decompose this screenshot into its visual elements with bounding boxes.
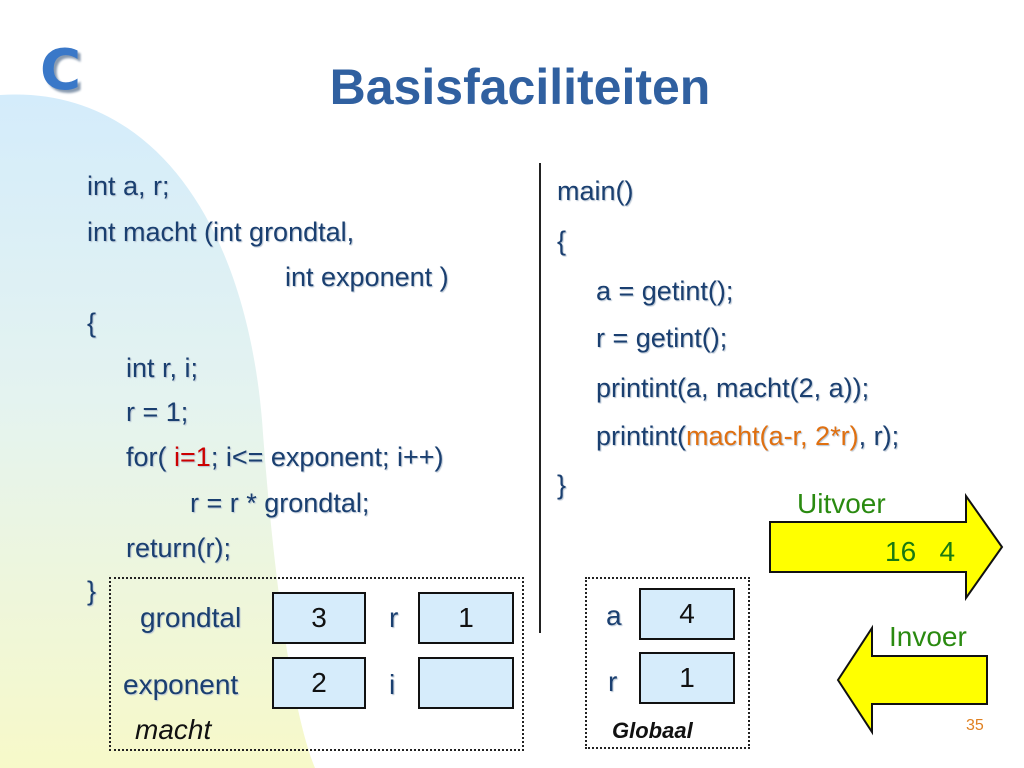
code-line: int a, r; [87,171,170,201]
output-label: Uitvoer [797,488,886,519]
global-r-value-cell: 1 [639,652,735,704]
output-arrow-right-icon [769,492,1004,602]
code-line: int exponent ) [285,262,449,292]
page-number: 35 [966,717,984,734]
macht-caption: macht [135,714,212,745]
macht-frame [109,577,524,751]
grondtal-value-cell: 3 [272,592,366,644]
code-highlight-red: i=1 [174,442,211,472]
code-line: printint(macht(a-r, 2*r), r); [596,423,899,450]
global-a-label: a [606,600,622,631]
exponent-label: exponent [123,669,239,700]
code-line: { [557,226,567,256]
global-frame [585,577,750,749]
global-caption: Globaal [612,718,693,743]
global-a-value-cell: 4 [639,588,735,640]
grondtal-label: grondtal [140,602,242,633]
code-line: printint(a, macht(2, a)); [596,373,870,403]
code-line: for( i=1; i<= exponent; i++) [126,444,443,471]
global-r-label: r [608,666,618,697]
code-highlight-orange: macht(a-r, 2*r) [686,421,859,451]
code-segment: , r); [858,421,900,451]
c-logo: C [40,38,82,103]
code-line: r = getint(); [596,323,728,353]
code-line: } [87,576,97,606]
input-arrow-left-icon [836,624,988,736]
code-segment: ; i<= exponent; i++) [210,442,444,472]
local-r-value-cell: 1 [418,592,514,644]
local-i-value-cell [418,657,514,709]
code-line: r = 1; [126,397,189,427]
local-r-label: r [389,602,399,633]
code-line: r = r * grondtal; [190,488,370,518]
code-line: { [87,308,97,338]
output-values: 16 4 [885,536,956,567]
code-segment: printint( [596,421,687,451]
input-label: Invoer [889,621,967,652]
code-line: int r, i; [126,353,199,383]
code-line: a = getint(); [596,276,734,306]
exponent-value-cell: 2 [272,657,366,709]
local-i-label: i [389,669,396,700]
code-line: } [557,470,567,500]
column-divider [539,163,541,633]
code-line: int macht (int grondtal, [87,217,355,247]
slide-title: Basisfaciliteiten [329,59,711,115]
code-line: main() [557,176,634,206]
code-segment: for( [126,442,175,472]
code-line: return(r); [126,533,232,563]
